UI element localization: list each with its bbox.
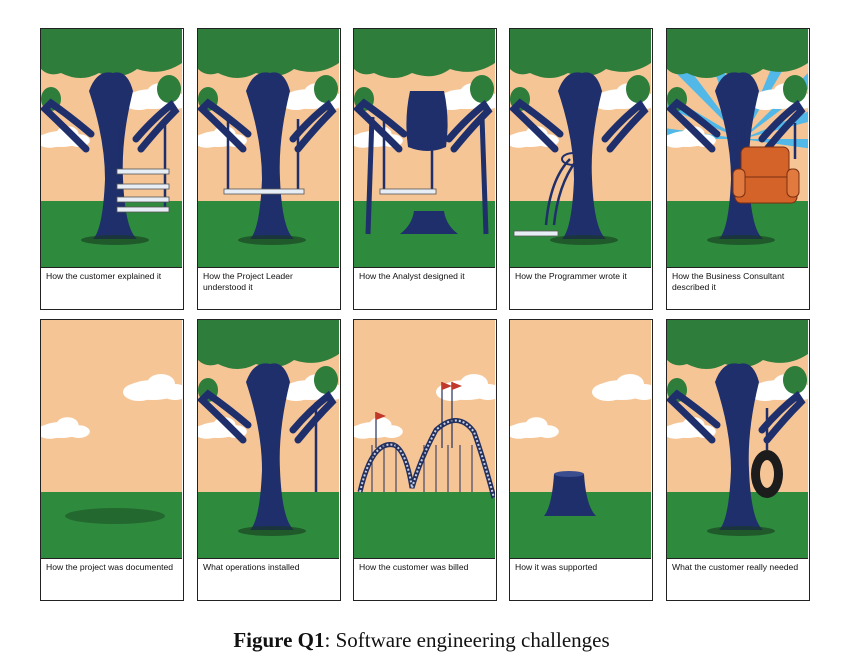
tree-trunk — [89, 72, 137, 239]
flag — [451, 382, 462, 448]
comic-panel: How the Analyst designed it — [353, 28, 497, 310]
panel-illustration — [198, 320, 339, 558]
panel-illustration — [667, 29, 808, 267]
panel-illustration — [667, 320, 808, 558]
panel-illustration — [354, 320, 495, 558]
tree-foliage — [667, 29, 808, 111]
panel-caption: What operations installed — [198, 558, 339, 599]
ladder-rung — [116, 183, 170, 190]
tree-stump — [400, 211, 458, 234]
panel-caption: How the Project Leader understood it — [198, 267, 339, 308]
tree-branches — [510, 98, 649, 153]
panel-illustration — [354, 29, 495, 267]
panel-caption: How the project was documented — [41, 558, 182, 599]
tree — [667, 29, 808, 245]
comic-panel: How it was supported — [509, 319, 653, 601]
tree-shadow — [238, 526, 306, 536]
grass — [41, 492, 182, 558]
panel-illustration — [41, 29, 182, 267]
tree — [198, 320, 339, 536]
tree-trunk — [715, 363, 763, 530]
tree-foliage — [198, 29, 339, 111]
ground-shadow — [65, 508, 165, 524]
cloud — [510, 417, 559, 439]
swing-seat — [513, 230, 559, 237]
panel-illustration — [198, 29, 339, 267]
panel-caption: How the Business Consultant described it — [667, 267, 808, 308]
tree-trunk — [558, 72, 606, 239]
figure-title: Software engineering challenges — [335, 628, 610, 652]
tree-shadow — [707, 526, 775, 536]
panel-illustration — [510, 320, 651, 558]
tree-branches — [198, 389, 337, 444]
armchair — [732, 146, 800, 204]
cloud — [41, 417, 90, 439]
panel-illustration — [510, 29, 651, 267]
tree-shadow — [81, 235, 149, 245]
panel-illustration — [41, 320, 182, 558]
tree-stump — [544, 471, 596, 516]
tree-shadow — [707, 235, 775, 245]
tree — [41, 29, 182, 245]
tree-shadow — [550, 235, 618, 245]
tree-branches — [667, 98, 806, 153]
comic-panel: How the Business Consultant described it — [666, 28, 810, 310]
figure-caption: Figure Q1: Software engineering challeng… — [0, 628, 843, 653]
prop-pole — [365, 116, 375, 235]
panel-caption: How the Analyst designed it — [354, 267, 495, 308]
tree — [667, 320, 808, 536]
comic-panel: How the customer was billed — [353, 319, 497, 601]
tree-trunk — [246, 363, 294, 530]
swing-seat — [223, 188, 305, 195]
panel-caption: How the customer explained it — [41, 267, 182, 308]
tree-trunk — [246, 72, 294, 239]
comic-panel: How the Programmer wrote it — [509, 28, 653, 310]
tree-trunk-upper — [406, 91, 448, 151]
cloud — [592, 374, 651, 401]
cloud — [123, 374, 182, 401]
roller-coaster — [357, 418, 495, 499]
cloud — [354, 417, 403, 439]
comic-panel: How the Project Leader understood it — [197, 28, 341, 310]
flag — [375, 412, 386, 448]
ladder-rung — [116, 206, 170, 213]
swing-seat — [379, 188, 437, 195]
ladder-rung — [116, 196, 170, 203]
comic-panel: What operations installed — [197, 319, 341, 601]
prop-pole — [479, 116, 489, 235]
ladder-rung — [116, 168, 170, 175]
comic-panel: What the customer really needed — [666, 319, 810, 601]
panel-caption: How the customer was billed — [354, 558, 495, 599]
figure-separator: : — [324, 628, 336, 652]
tree-shadow — [238, 235, 306, 245]
panel-caption: What the customer really needed — [667, 558, 808, 599]
panel-caption: How it was supported — [510, 558, 651, 599]
flag — [441, 382, 452, 448]
comic-panel: How the customer explained it — [40, 28, 184, 310]
tree-trunk — [715, 72, 763, 239]
comic-panel: How the project was documented — [40, 319, 184, 601]
rope-knot — [561, 152, 587, 166]
figure-label: Figure Q1 — [233, 628, 325, 652]
tree — [354, 29, 495, 153]
grass — [354, 492, 495, 558]
tree-branches — [41, 98, 180, 153]
tree — [510, 29, 651, 245]
panel-caption: How the Programmer wrote it — [510, 267, 651, 308]
tree-branches — [667, 389, 806, 444]
tire — [751, 450, 783, 498]
